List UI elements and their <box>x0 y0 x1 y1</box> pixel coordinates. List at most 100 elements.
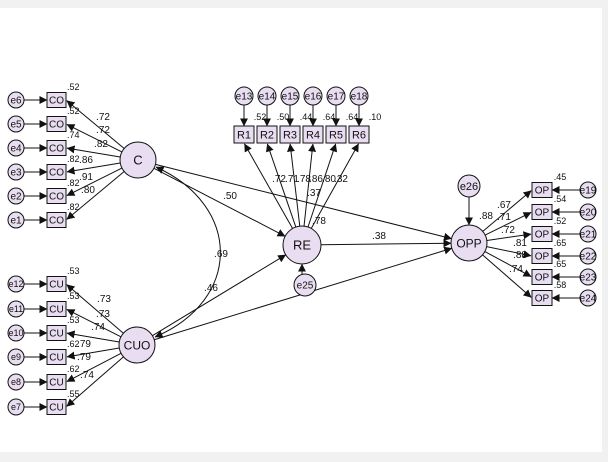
error-circle-label: e16 <box>305 92 322 103</box>
error-circle-label: e6 <box>10 96 22 107</box>
error-circle[interactable] <box>7 348 25 366</box>
latent-re[interactable] <box>282 225 322 265</box>
error-circle[interactable] <box>280 86 300 106</box>
error-circle-label: e5 <box>10 120 22 131</box>
right-scrollbar[interactable] <box>602 0 608 462</box>
error-circle[interactable] <box>7 398 25 416</box>
error-circle-label: e8 <box>11 377 21 387</box>
indicator-box[interactable] <box>302 125 324 144</box>
error-circle[interactable] <box>579 181 597 199</box>
error-circle[interactable] <box>579 203 597 221</box>
path-c-opp <box>155 163 452 241</box>
error-circle-label: e26 <box>460 181 478 193</box>
indicator-box-label: CO <box>49 168 64 179</box>
error-circle-label: e20 <box>580 208 597 219</box>
loading-label: .78 <box>297 174 311 185</box>
indicator-box-label: CU <box>49 378 63 389</box>
error-circle[interactable] <box>7 139 25 157</box>
error-circle[interactable] <box>457 174 481 198</box>
indicator-box[interactable] <box>531 204 553 220</box>
error-circle[interactable] <box>7 187 25 205</box>
indicator-box[interactable] <box>46 276 67 292</box>
indicator-box[interactable] <box>531 269 553 285</box>
loading-arrow <box>66 162 121 175</box>
error-circle[interactable] <box>7 324 25 342</box>
error-circle[interactable] <box>326 86 346 106</box>
latent-opp[interactable] <box>450 224 488 262</box>
error-circle-label: e19 <box>580 186 597 197</box>
indicator-box[interactable] <box>531 290 553 306</box>
r2-label: .62 <box>67 339 80 349</box>
indicator-box[interactable] <box>256 125 278 144</box>
error-circle[interactable] <box>7 163 25 181</box>
indicator-box[interactable] <box>46 164 67 180</box>
loading-arrow <box>66 100 125 149</box>
error-circle[interactable] <box>579 225 597 243</box>
indicator-box[interactable] <box>46 212 67 228</box>
error-circle-label: e24 <box>580 294 597 305</box>
loading-label: .88 <box>513 250 527 261</box>
indicator-box-label: OP <box>535 294 550 305</box>
error-circle[interactable] <box>349 86 369 106</box>
error-circle-label: e1 <box>10 216 22 227</box>
error-circle-label: e7 <box>11 402 21 412</box>
error-circle-label: e9 <box>11 352 21 362</box>
indicator-box[interactable] <box>46 374 67 390</box>
latent-c[interactable] <box>119 141 157 179</box>
r2-label: .65 <box>554 238 567 248</box>
indicator-box[interactable] <box>531 182 553 198</box>
indicator-box-label: R3 <box>283 129 297 141</box>
indicator-box[interactable] <box>348 125 370 144</box>
indicator-box[interactable] <box>279 125 301 144</box>
path-cuo-re <box>152 254 287 337</box>
loading-label: .71 <box>285 174 299 185</box>
loading-arrow <box>66 167 123 196</box>
error-circle[interactable] <box>7 300 25 318</box>
indicator-box[interactable] <box>46 92 67 108</box>
error-circle[interactable] <box>579 289 597 307</box>
indicator-box[interactable] <box>46 188 67 204</box>
error-circle[interactable] <box>257 86 277 106</box>
indicator-box[interactable] <box>531 226 553 242</box>
error-circle[interactable] <box>579 268 597 286</box>
indicator-box-label: OP <box>535 230 550 241</box>
error-circle-label: e10 <box>8 328 23 338</box>
indicator-box[interactable] <box>325 125 347 144</box>
loading-arrow <box>484 251 532 277</box>
indicator-box[interactable] <box>46 140 67 156</box>
indicator-box[interactable] <box>46 116 67 132</box>
indicator-box[interactable] <box>46 349 67 365</box>
error-circle-label: e3 <box>10 168 22 179</box>
error-circle[interactable] <box>7 373 25 391</box>
paths-layer <box>24 96 580 411</box>
error-circle[interactable] <box>7 275 25 293</box>
loading-label: .32 <box>334 174 348 185</box>
latent-cuo[interactable] <box>118 326 156 364</box>
loading-label: .72 <box>501 225 515 236</box>
error-circle-label: e18 <box>351 92 368 103</box>
indicator-box[interactable] <box>46 301 67 317</box>
indicator-box[interactable] <box>46 325 67 341</box>
indicator-box[interactable] <box>233 125 255 144</box>
indicator-box-label: CO <box>49 192 64 203</box>
indicator-box[interactable] <box>531 248 553 264</box>
error-circle[interactable] <box>234 86 254 106</box>
loading-label: .74 <box>509 264 523 275</box>
path-coefficient: .38 <box>372 231 386 242</box>
error-circle[interactable] <box>7 115 25 133</box>
r2-label: .52 <box>67 82 80 92</box>
error-circle[interactable] <box>7 211 25 229</box>
r2-label: .82 <box>67 178 80 188</box>
indicator-box-label: CU <box>49 403 63 414</box>
error-circle[interactable] <box>7 91 25 109</box>
loading-arrow <box>266 143 297 228</box>
error-circle[interactable] <box>293 273 317 297</box>
indicator-box-label: OP <box>535 252 550 263</box>
r2-label: .44 <box>300 112 313 122</box>
error-circle[interactable] <box>579 247 597 265</box>
error-circle[interactable] <box>303 86 323 106</box>
r2-label: .65 <box>554 259 567 269</box>
indicator-box[interactable] <box>46 399 67 415</box>
